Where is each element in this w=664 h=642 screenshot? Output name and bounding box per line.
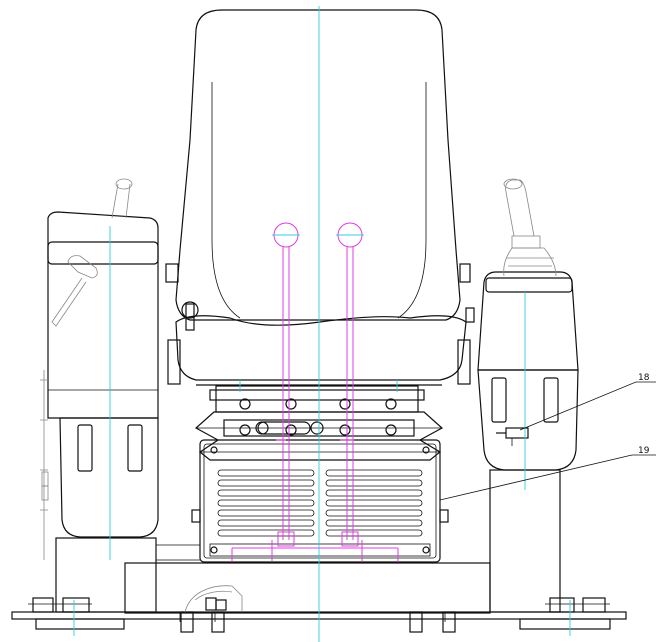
right-console xyxy=(477,178,579,613)
callout-19-label: 19 xyxy=(638,446,650,456)
centerlines xyxy=(73,6,571,642)
seat-cushion xyxy=(167,301,475,386)
suspension-plate xyxy=(209,385,425,413)
grille-slots-left xyxy=(217,469,315,537)
grille-slots-right xyxy=(325,469,423,537)
left-console xyxy=(40,178,200,613)
grille-box xyxy=(191,439,449,563)
callout-18: 18 xyxy=(519,373,656,431)
callout-19: 19 xyxy=(439,446,656,501)
control-rods xyxy=(231,222,399,562)
floor-pedal xyxy=(184,585,243,613)
callout-18-label: 18 xyxy=(638,373,650,383)
seat-backrest xyxy=(165,9,471,321)
